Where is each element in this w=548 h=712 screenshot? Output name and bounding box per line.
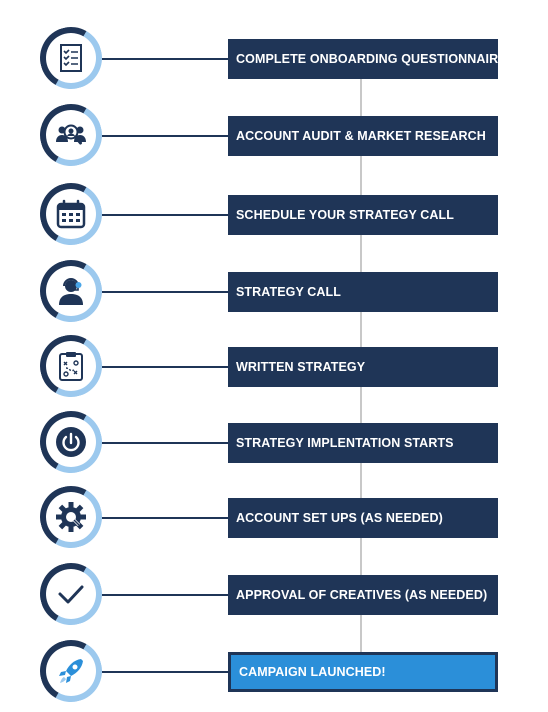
- timeline-step: ACCOUNT AUDIT & MARKET RESEARCH: [0, 97, 548, 173]
- timeline-step: ACCOUNT SET UPS (AS NEEDED): [0, 479, 548, 555]
- step-connector-line: [102, 594, 230, 596]
- checkmark-icon: [46, 569, 96, 619]
- step-connector-line: [102, 366, 230, 368]
- rocket-icon: [46, 646, 96, 696]
- step-connector-line: [102, 442, 230, 444]
- checklist-icon: [46, 33, 96, 83]
- step-label: COMPLETE ONBOARDING QUESTIONNAIRE: [228, 39, 507, 79]
- headset-person-icon: [46, 266, 96, 316]
- step-label: WRITTEN STRATEGY: [228, 347, 498, 387]
- step-label: CAMPAIGN LAUNCHED!: [228, 652, 498, 692]
- step-connector-line: [102, 291, 230, 293]
- timeline-step: STRATEGY CALL: [0, 253, 548, 329]
- timeline-step: SCHEDULE YOUR STRATEGY CALL: [0, 176, 548, 252]
- timeline-step: COMPLETE ONBOARDING QUESTIONNAIRE: [0, 20, 548, 96]
- timeline-step: APPROVAL OF CREATIVES (AS NEEDED): [0, 556, 548, 632]
- step-connector-line: [102, 671, 230, 673]
- step-label: SCHEDULE YOUR STRATEGY CALL: [228, 195, 498, 235]
- step-label: APPROVAL OF CREATIVES (AS NEEDED): [228, 575, 498, 615]
- step-connector-line: [102, 58, 230, 60]
- audience-search-icon: [46, 110, 96, 160]
- calendar-icon: [46, 189, 96, 239]
- clipboard-plan-icon: [46, 341, 96, 391]
- step-label: ACCOUNT AUDIT & MARKET RESEARCH: [228, 116, 498, 156]
- step-connector-line: [102, 517, 230, 519]
- step-connector-line: [102, 135, 230, 137]
- timeline-step: CAMPAIGN LAUNCHED!: [0, 633, 548, 709]
- timeline-step: WRITTEN STRATEGY: [0, 328, 548, 404]
- step-connector-line: [102, 214, 230, 216]
- step-label: STRATEGY CALL: [228, 272, 498, 312]
- gear-icon: [46, 492, 96, 542]
- timeline-step: STRATEGY IMPLENTATION STARTS: [0, 404, 548, 480]
- step-label: STRATEGY IMPLENTATION STARTS: [228, 423, 498, 463]
- step-label: ACCOUNT SET UPS (AS NEEDED): [228, 498, 498, 538]
- power-icon: [46, 417, 96, 467]
